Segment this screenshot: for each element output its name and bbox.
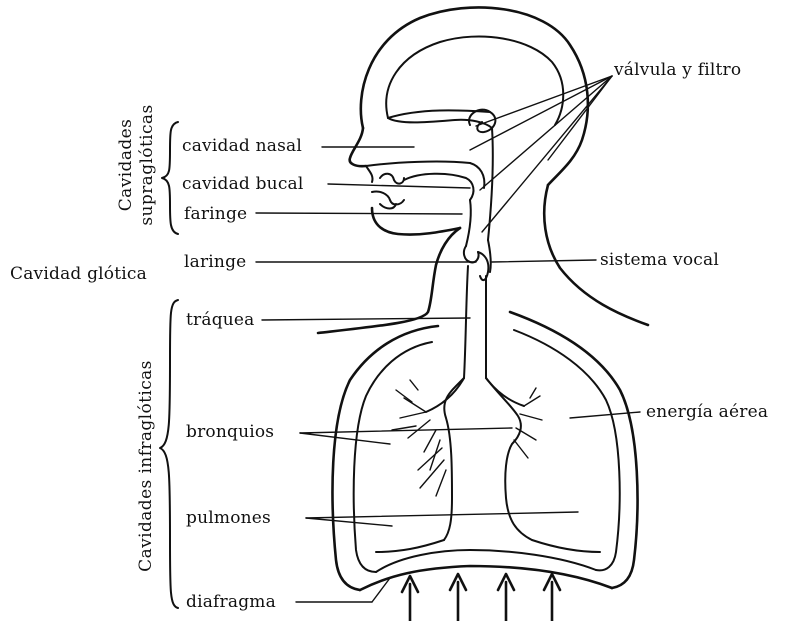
group-supragloticas-line1: Cavidades <box>116 100 136 230</box>
braces <box>160 122 178 608</box>
neck-larynx <box>318 228 491 333</box>
group-infragloticas: Cavidades infraglóticas <box>136 346 156 586</box>
label-laringe: laringe <box>184 252 246 272</box>
airflow-arrows <box>402 574 560 621</box>
label-cavidad-bucal: cavidad bucal <box>182 174 304 194</box>
bronchi <box>392 378 542 496</box>
group-supragloticas-line2: supraglóticas <box>137 100 157 230</box>
label-traquea: tráquea <box>186 310 255 330</box>
label-cavidad-nasal: cavidad nasal <box>182 136 302 156</box>
label-pulmones: pulmones <box>186 508 271 528</box>
label-cavidad-glotica: Cavidad glótica <box>10 264 147 284</box>
trachea <box>464 266 486 378</box>
label-diafragma: diafragma <box>186 592 276 612</box>
leader-lines <box>256 76 640 602</box>
label-bronquios: bronquios <box>186 422 274 442</box>
head-outline <box>361 7 648 325</box>
label-valvula-filtro: válvula y filtro <box>614 60 741 80</box>
face-profile <box>350 110 496 246</box>
label-energia-aerea: energía aérea <box>646 402 768 422</box>
label-faringe: faringe <box>184 204 247 224</box>
label-sistema-vocal: sistema vocal <box>600 250 719 270</box>
